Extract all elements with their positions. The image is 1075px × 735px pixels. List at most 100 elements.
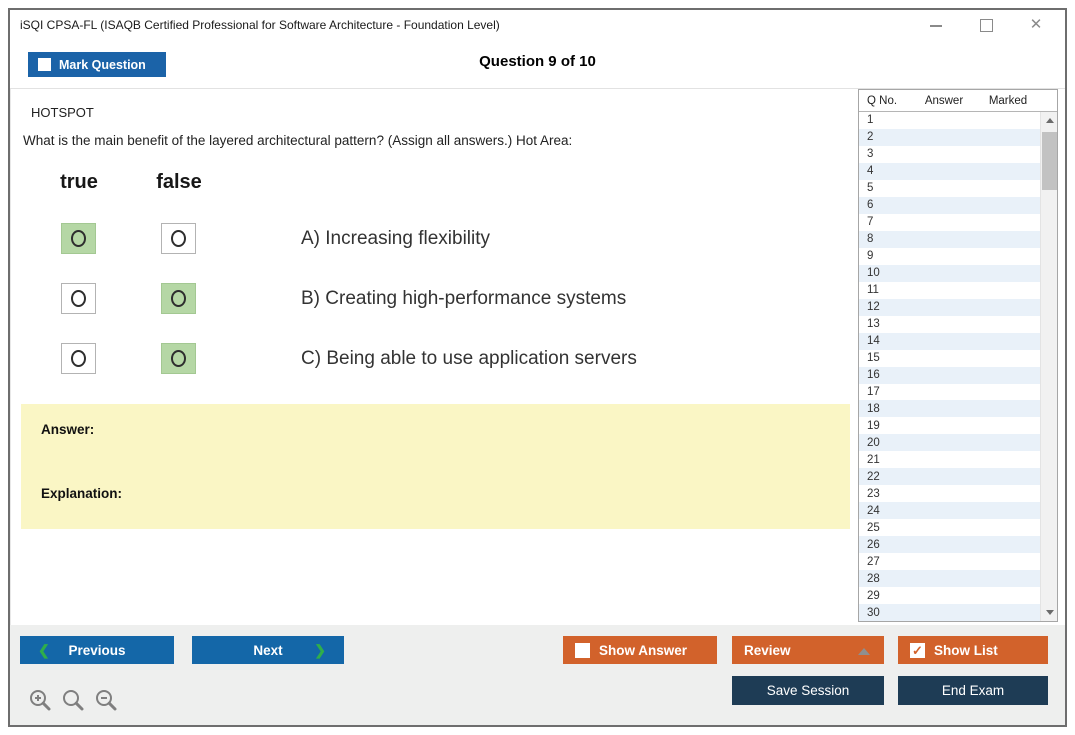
question-list-row[interactable]: 12 — [859, 298, 1040, 316]
radio-cell-false[interactable] — [161, 343, 196, 374]
question-number: 26 — [867, 538, 880, 551]
question-list-row[interactable]: 4 — [859, 162, 1040, 180]
hotspot-option-label: B) Creating high-performance systems — [301, 288, 627, 309]
zoom-in-icon[interactable] — [28, 688, 52, 712]
explanation-label: Explanation: — [41, 486, 123, 501]
question-list-row[interactable]: 22 — [859, 468, 1040, 486]
next-button[interactable]: Next ❯ — [192, 636, 344, 664]
radio-cell-true[interactable] — [61, 283, 96, 314]
show-list-button[interactable]: ✓ Show List — [898, 636, 1048, 664]
question-list-row[interactable]: 18 — [859, 400, 1040, 418]
question-list-row[interactable]: 13 — [859, 316, 1040, 333]
question-prompt: What is the main benefit of the layered … — [23, 133, 573, 148]
mark-question-button[interactable]: Mark Question — [28, 52, 166, 77]
question-list-row[interactable]: 10 — [859, 264, 1040, 282]
question-list-row[interactable]: 20 — [859, 434, 1040, 452]
chevron-left-icon: ❮ — [38, 642, 50, 658]
exam-window: iSQI CPSA-FL (ISAQB Certified Profession… — [8, 8, 1067, 727]
header-marked: Marked — [988, 94, 1028, 107]
radio-cell-false[interactable] — [161, 223, 196, 254]
question-list-row[interactable]: 5 — [859, 180, 1040, 197]
mark-question-label: Mark Question — [59, 57, 146, 72]
main-area: HOTSPOT What is the main benefit of the … — [10, 88, 1065, 625]
hotspot-row: C) Being able to use application servers — [11, 343, 858, 374]
zoom-reset-icon[interactable] — [61, 688, 85, 712]
previous-button[interactable]: ❮ Previous — [20, 636, 174, 664]
question-number: 8 — [867, 233, 874, 246]
question-list-row[interactable]: 28 — [859, 570, 1040, 588]
question-list-row[interactable]: 6 — [859, 196, 1040, 214]
column-header-false: false — [156, 171, 202, 193]
question-number: 24 — [867, 504, 880, 517]
question-number: 17 — [867, 385, 880, 398]
title-bar: iSQI CPSA-FL (ISAQB Certified Profession… — [10, 10, 1065, 40]
header-bar: Mark Question Question 9 of 10 — [10, 40, 1065, 88]
scroll-up-icon[interactable] — [1041, 112, 1058, 129]
save-session-button[interactable]: Save Session — [732, 676, 884, 705]
question-number: 19 — [867, 419, 880, 432]
question-list-row[interactable]: 29 — [859, 587, 1040, 604]
question-list-row[interactable]: 24 — [859, 502, 1040, 520]
question-list-row[interactable]: 16 — [859, 366, 1040, 384]
question-list-row[interactable]: 2 — [859, 128, 1040, 146]
radio-icon — [71, 230, 86, 247]
radio-cell-true[interactable] — [61, 343, 96, 374]
review-label: Review — [744, 642, 791, 658]
question-list-row[interactable]: 1 — [859, 112, 1040, 129]
question-number: 9 — [867, 250, 874, 263]
question-list-row[interactable]: 3 — [859, 146, 1040, 163]
footer-bar: ❮ Previous Next ❯ Show Answer Review ✓ S… — [10, 625, 1065, 725]
question-list-row[interactable]: 23 — [859, 485, 1040, 502]
mark-question-checkbox[interactable] — [38, 58, 51, 71]
scroll-down-icon[interactable] — [1041, 604, 1058, 621]
question-list-row[interactable]: 9 — [859, 248, 1040, 265]
show-list-checkbox[interactable]: ✓ — [910, 642, 925, 658]
question-list-row[interactable]: 14 — [859, 332, 1040, 350]
question-number: 23 — [867, 487, 880, 500]
hotspot-option-label: C) Being able to use application servers — [301, 348, 637, 369]
answer-panel: Answer: Explanation: — [21, 404, 850, 529]
question-number: 28 — [867, 572, 880, 585]
minimize-icon[interactable] — [929, 18, 943, 32]
maximize-icon[interactable] — [979, 18, 993, 32]
column-header-true: true — [60, 171, 98, 193]
question-number: 11 — [867, 284, 879, 297]
close-icon[interactable]: ✕ — [1029, 16, 1043, 33]
show-answer-checkbox[interactable] — [575, 642, 590, 658]
question-list-row[interactable]: 17 — [859, 384, 1040, 401]
show-list-label: Show List — [934, 642, 998, 658]
question-number: 12 — [867, 301, 880, 314]
question-list-row[interactable]: 30 — [859, 604, 1040, 622]
review-button[interactable]: Review — [732, 636, 884, 664]
radio-cell-false[interactable] — [161, 283, 196, 314]
question-number: 4 — [867, 165, 874, 178]
window-controls: ✕ — [929, 10, 1043, 40]
question-list-header: Q No. Answer Marked — [859, 90, 1057, 112]
question-list-row[interactable]: 8 — [859, 230, 1040, 248]
radio-icon — [71, 290, 86, 307]
end-exam-button[interactable]: End Exam — [898, 676, 1048, 705]
question-list-row[interactable]: 21 — [859, 451, 1040, 468]
radio-cell-true[interactable] — [61, 223, 96, 254]
question-list-row[interactable]: 26 — [859, 536, 1040, 554]
question-list-row[interactable]: 19 — [859, 417, 1040, 434]
question-type-label: HOTSPOT — [31, 105, 94, 120]
question-list-row[interactable]: 25 — [859, 519, 1040, 536]
show-answer-button[interactable]: Show Answer — [563, 636, 717, 664]
question-number: 27 — [867, 555, 880, 568]
question-content: HOTSPOT What is the main benefit of the … — [10, 89, 858, 625]
question-list-row[interactable]: 7 — [859, 214, 1040, 231]
question-number: 6 — [867, 199, 874, 212]
scrollbar-thumb[interactable] — [1042, 132, 1057, 190]
radio-icon — [171, 230, 186, 247]
question-list-scrollbar[interactable] — [1040, 112, 1057, 621]
next-label: Next — [253, 642, 283, 658]
question-number: 5 — [867, 182, 874, 195]
question-list-row[interactable]: 27 — [859, 553, 1040, 570]
zoom-out-icon[interactable] — [94, 688, 118, 712]
question-list-row[interactable]: 15 — [859, 350, 1040, 367]
question-list-row[interactable]: 11 — [859, 282, 1040, 299]
question-number: 2 — [867, 131, 874, 144]
